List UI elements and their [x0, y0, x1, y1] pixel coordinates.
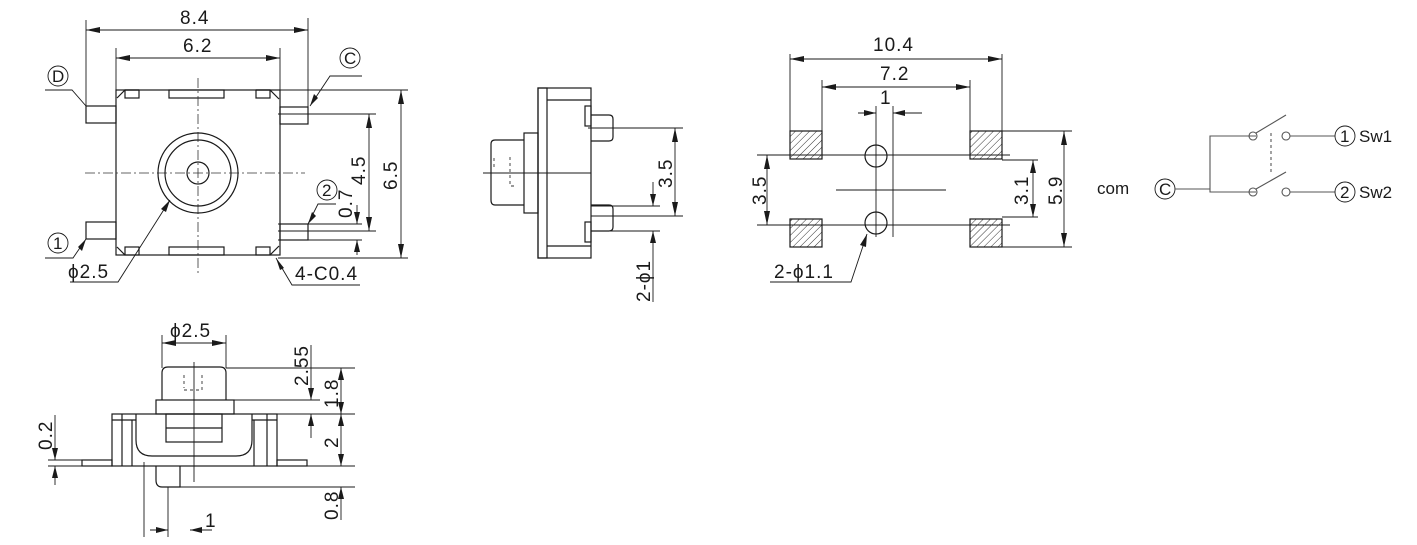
- pin-label-1: 1: [53, 234, 62, 253]
- dim-hole-offset: 1: [880, 88, 892, 109]
- common-label: com: [1097, 179, 1129, 198]
- front-view: ϕ2.5 2.55: [36, 321, 355, 537]
- dim-actuator-height: 2.55: [292, 345, 313, 386]
- dim-peg-width: 1: [205, 511, 217, 532]
- dim-pin-diameter: 2-ϕ1: [634, 260, 655, 302]
- dim-footprint-width: 10.4: [873, 35, 914, 56]
- dim-footprint-inner: 7.2: [880, 64, 909, 85]
- dim-pad-overall: 5.9: [1046, 176, 1067, 205]
- side-view: 3.5 2-ϕ1: [483, 87, 683, 302]
- dim-front-actuator-diameter: ϕ2.5: [170, 321, 211, 342]
- common-pin-label: C: [1159, 180, 1171, 199]
- pin-label-d: D: [52, 67, 64, 86]
- dim-body-height: 2: [322, 436, 343, 448]
- dim-height-overall: 6.5: [381, 161, 402, 190]
- dim-pin-spacing: 4.5: [349, 156, 370, 185]
- pcb-footprint: 10.4 7.2 1 3.5: [750, 35, 1072, 283]
- pin-label-2: 2: [322, 181, 331, 200]
- sw1-pin-label: 1: [1340, 127, 1349, 146]
- dim-pin-width: 0.7: [336, 189, 357, 218]
- dim-pin-pitch: 3.5: [656, 159, 677, 188]
- dim-terminal-thickness: 0.2: [36, 421, 57, 450]
- sw2-label: Sw2: [1359, 183, 1392, 202]
- dim-chamfer: 4-C0.4: [295, 264, 358, 285]
- dim-width-overall: 8.4: [180, 8, 209, 29]
- dim-cap-height: 1.8: [322, 379, 343, 408]
- sw2-pin-label: 2: [1340, 183, 1349, 202]
- dim-pad-spacing-left: 3.5: [750, 176, 771, 205]
- dim-hole-diameter: 2-ϕ1.1: [774, 262, 834, 283]
- dim-pad-inner: 3.1: [1012, 176, 1033, 205]
- dim-actuator-diameter: ϕ2.5: [68, 262, 109, 283]
- sw1-label: Sw1: [1359, 127, 1392, 146]
- top-view: 8.4 6.2 D: [45, 8, 408, 286]
- dim-peg-height: 0.8: [322, 491, 343, 520]
- dim-width-body: 6.2: [183, 36, 212, 57]
- switch-schematic: com C 1 Sw1 2 Sw2: [1097, 114, 1392, 203]
- pin-label-c: C: [344, 49, 356, 68]
